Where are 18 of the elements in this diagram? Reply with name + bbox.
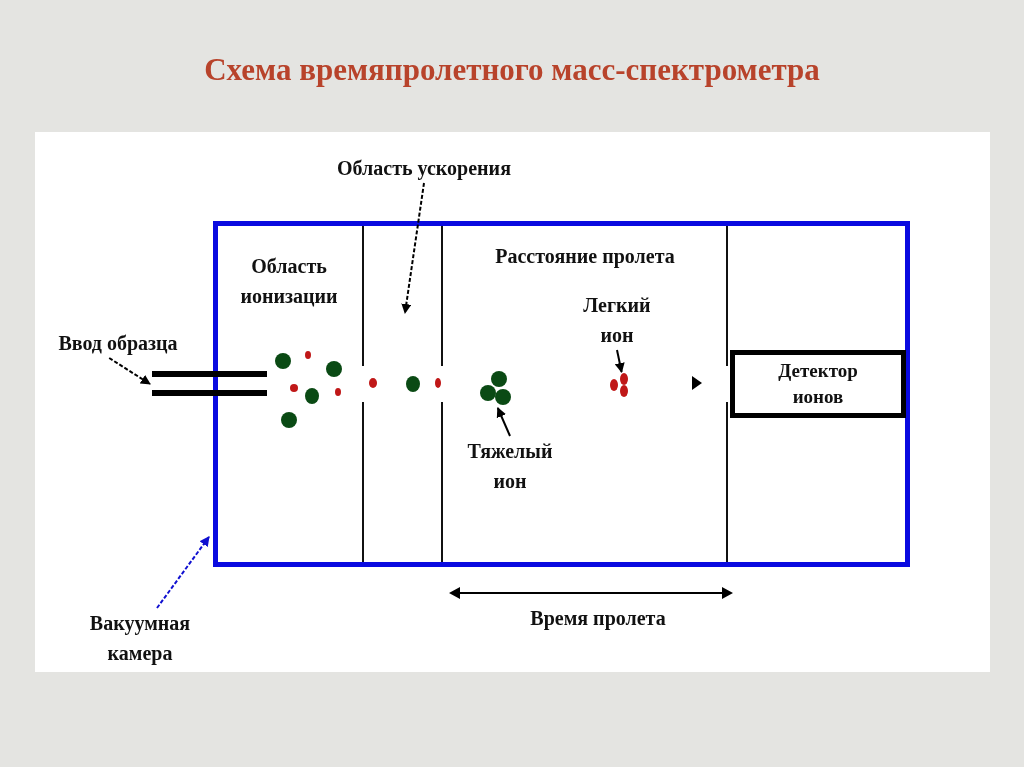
callout-text: Легкий ион [577, 290, 657, 350]
vacuum-chamber [213, 221, 910, 567]
inlet-tube [150, 370, 267, 398]
leader-arrow [156, 535, 210, 609]
region-label: Расстояние пролета [494, 244, 676, 270]
title: Схема времяпролетного масс-спектрометра [203, 52, 821, 88]
callout-text: Область ускорения [290, 153, 558, 183]
leader-arrow [108, 357, 151, 385]
leader-arrow [614, 349, 625, 373]
callout-text: Ввод образца [30, 328, 206, 358]
detector-box: Детектор ионов [730, 350, 906, 418]
leader-arrow [496, 407, 511, 437]
region-label: Время пролета [529, 606, 667, 632]
callout-text: Тяжелый ион [460, 436, 560, 496]
ion-cluster [478, 368, 514, 408]
leader-arrow [401, 182, 425, 314]
callout-text: Вакуумная камера [55, 608, 225, 670]
region-label: Область ионизации [239, 254, 339, 309]
